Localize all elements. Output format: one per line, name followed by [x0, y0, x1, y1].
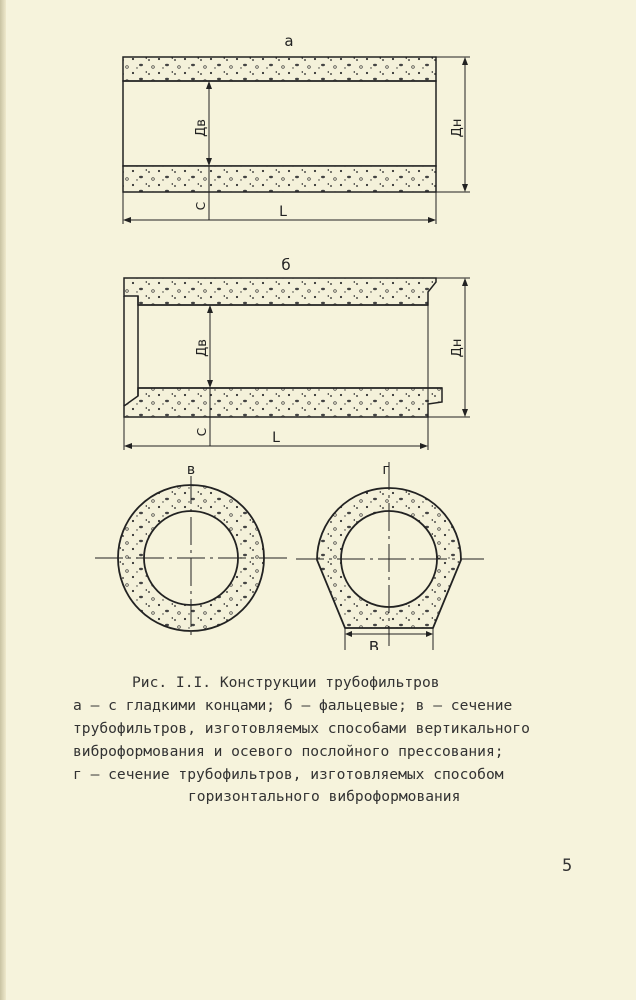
- page-binding-edge: [0, 0, 6, 1000]
- dim-length-a: L: [279, 204, 287, 220]
- page-number: 5: [562, 856, 573, 876]
- caption-line-1: а – с гладкими концами; б – фальцевые; в…: [73, 697, 513, 714]
- bore-a: [122, 80, 437, 167]
- dim-wall-a: С: [194, 202, 208, 210]
- section-round: в: [95, 462, 290, 640]
- dim-base-g: В: [369, 638, 379, 650]
- label-a: а: [284, 32, 293, 50]
- caption-line-4: г – сечение трубофильтров, изготовляемых…: [73, 766, 504, 783]
- caption-title: Рис. I.I. Конструкции трубофильтров: [132, 674, 440, 691]
- wall-top-a: [122, 56, 437, 82]
- label-b: б: [281, 256, 290, 274]
- pipe-smooth-ends: а Дв С Дн L: [122, 32, 470, 224]
- dim-outer-b: Дн: [450, 339, 465, 358]
- pipe-filter-figure: а Дв С Дн L б: [95, 32, 484, 650]
- dim-outer-a: Дн: [450, 119, 465, 138]
- wall-top-b: [123, 277, 437, 306]
- wall-bottom-a: [122, 165, 437, 193]
- pipe-rebated: б Дв С Дн L: [123, 256, 470, 450]
- wall-bottom-b: [123, 387, 443, 418]
- dim-length-b: L: [272, 430, 280, 446]
- caption-line-2: трубофильтров, изготовляемых способами в…: [73, 720, 530, 737]
- label-g: г: [382, 462, 389, 478]
- caption-line-5: горизонтального виброформования: [188, 788, 461, 805]
- section-flat-base: г В: [296, 462, 484, 650]
- label-v: в: [187, 462, 195, 478]
- dim-inner-a: Дв: [194, 119, 209, 137]
- dim-wall-b: С: [195, 428, 209, 436]
- caption-line-3: виброформования и осевого послойного пре…: [73, 743, 504, 760]
- dim-inner-b: Дв: [195, 339, 210, 357]
